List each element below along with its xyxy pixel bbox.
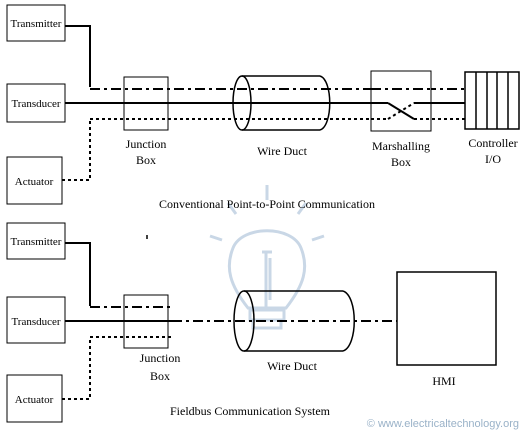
watermark-text: © www.electricaltechnology.org xyxy=(367,418,519,430)
bulb-watermark-icon xyxy=(209,185,325,330)
transmitter-wire-top xyxy=(65,25,91,87)
bottom-caption: Fieldbus Communication System xyxy=(170,404,331,418)
junction-box-label2-top: Box xyxy=(136,153,156,167)
marshalling-box-label2: Box xyxy=(391,155,411,169)
transducer-label-top: Transducer xyxy=(11,98,60,110)
marshalling-box-label: Marshalling xyxy=(372,139,430,153)
marshalling-box xyxy=(370,70,432,132)
transducer-box-bottom xyxy=(6,296,66,344)
actuator-box-bottom xyxy=(6,374,63,423)
wire-duct-bottom xyxy=(233,290,355,352)
bottom-section: Transmitter Transducer Actuator Junction… xyxy=(6,222,497,423)
junction-box-top xyxy=(123,76,169,131)
top-section: Transmitter Transducer Actuator Junction… xyxy=(6,4,520,211)
actuator-label-bottom: Actuator xyxy=(15,394,54,406)
hmi-label: HMI xyxy=(432,374,455,388)
transmitter-box-top xyxy=(6,4,66,42)
controller-label: Controller xyxy=(468,136,517,150)
transducer-label-bottom: Transducer xyxy=(11,316,60,328)
transmitter-box-bottom xyxy=(6,222,66,260)
junction-box-bottom xyxy=(123,294,169,349)
actuator-label-top: Actuator xyxy=(15,176,54,188)
transmitter-label-bottom: Transmitter xyxy=(11,236,62,248)
top-caption: Conventional Point-to-Point Communicatio… xyxy=(159,197,375,211)
actuator-box-top xyxy=(6,156,63,205)
transmitter-label-top: Transmitter xyxy=(11,18,62,30)
junction-box-label-bottom: Junction xyxy=(140,351,181,365)
actuator-wire-bottom xyxy=(62,338,91,400)
wire-duct-top xyxy=(232,75,331,131)
actuator-wire-top xyxy=(62,121,91,181)
wire-duct-label-top: Wire Duct xyxy=(257,144,307,158)
wire-duct-label-bottom: Wire Duct xyxy=(267,359,317,373)
controller-io xyxy=(464,71,520,130)
transducer-box-top xyxy=(6,83,66,123)
junction-box-label-top: Junction xyxy=(126,137,167,151)
hmi-box xyxy=(396,271,497,366)
transmitter-wire-bottom xyxy=(65,242,91,306)
controller-label2: I/O xyxy=(485,152,501,166)
junction-box-label2-bottom: Box xyxy=(150,369,170,383)
